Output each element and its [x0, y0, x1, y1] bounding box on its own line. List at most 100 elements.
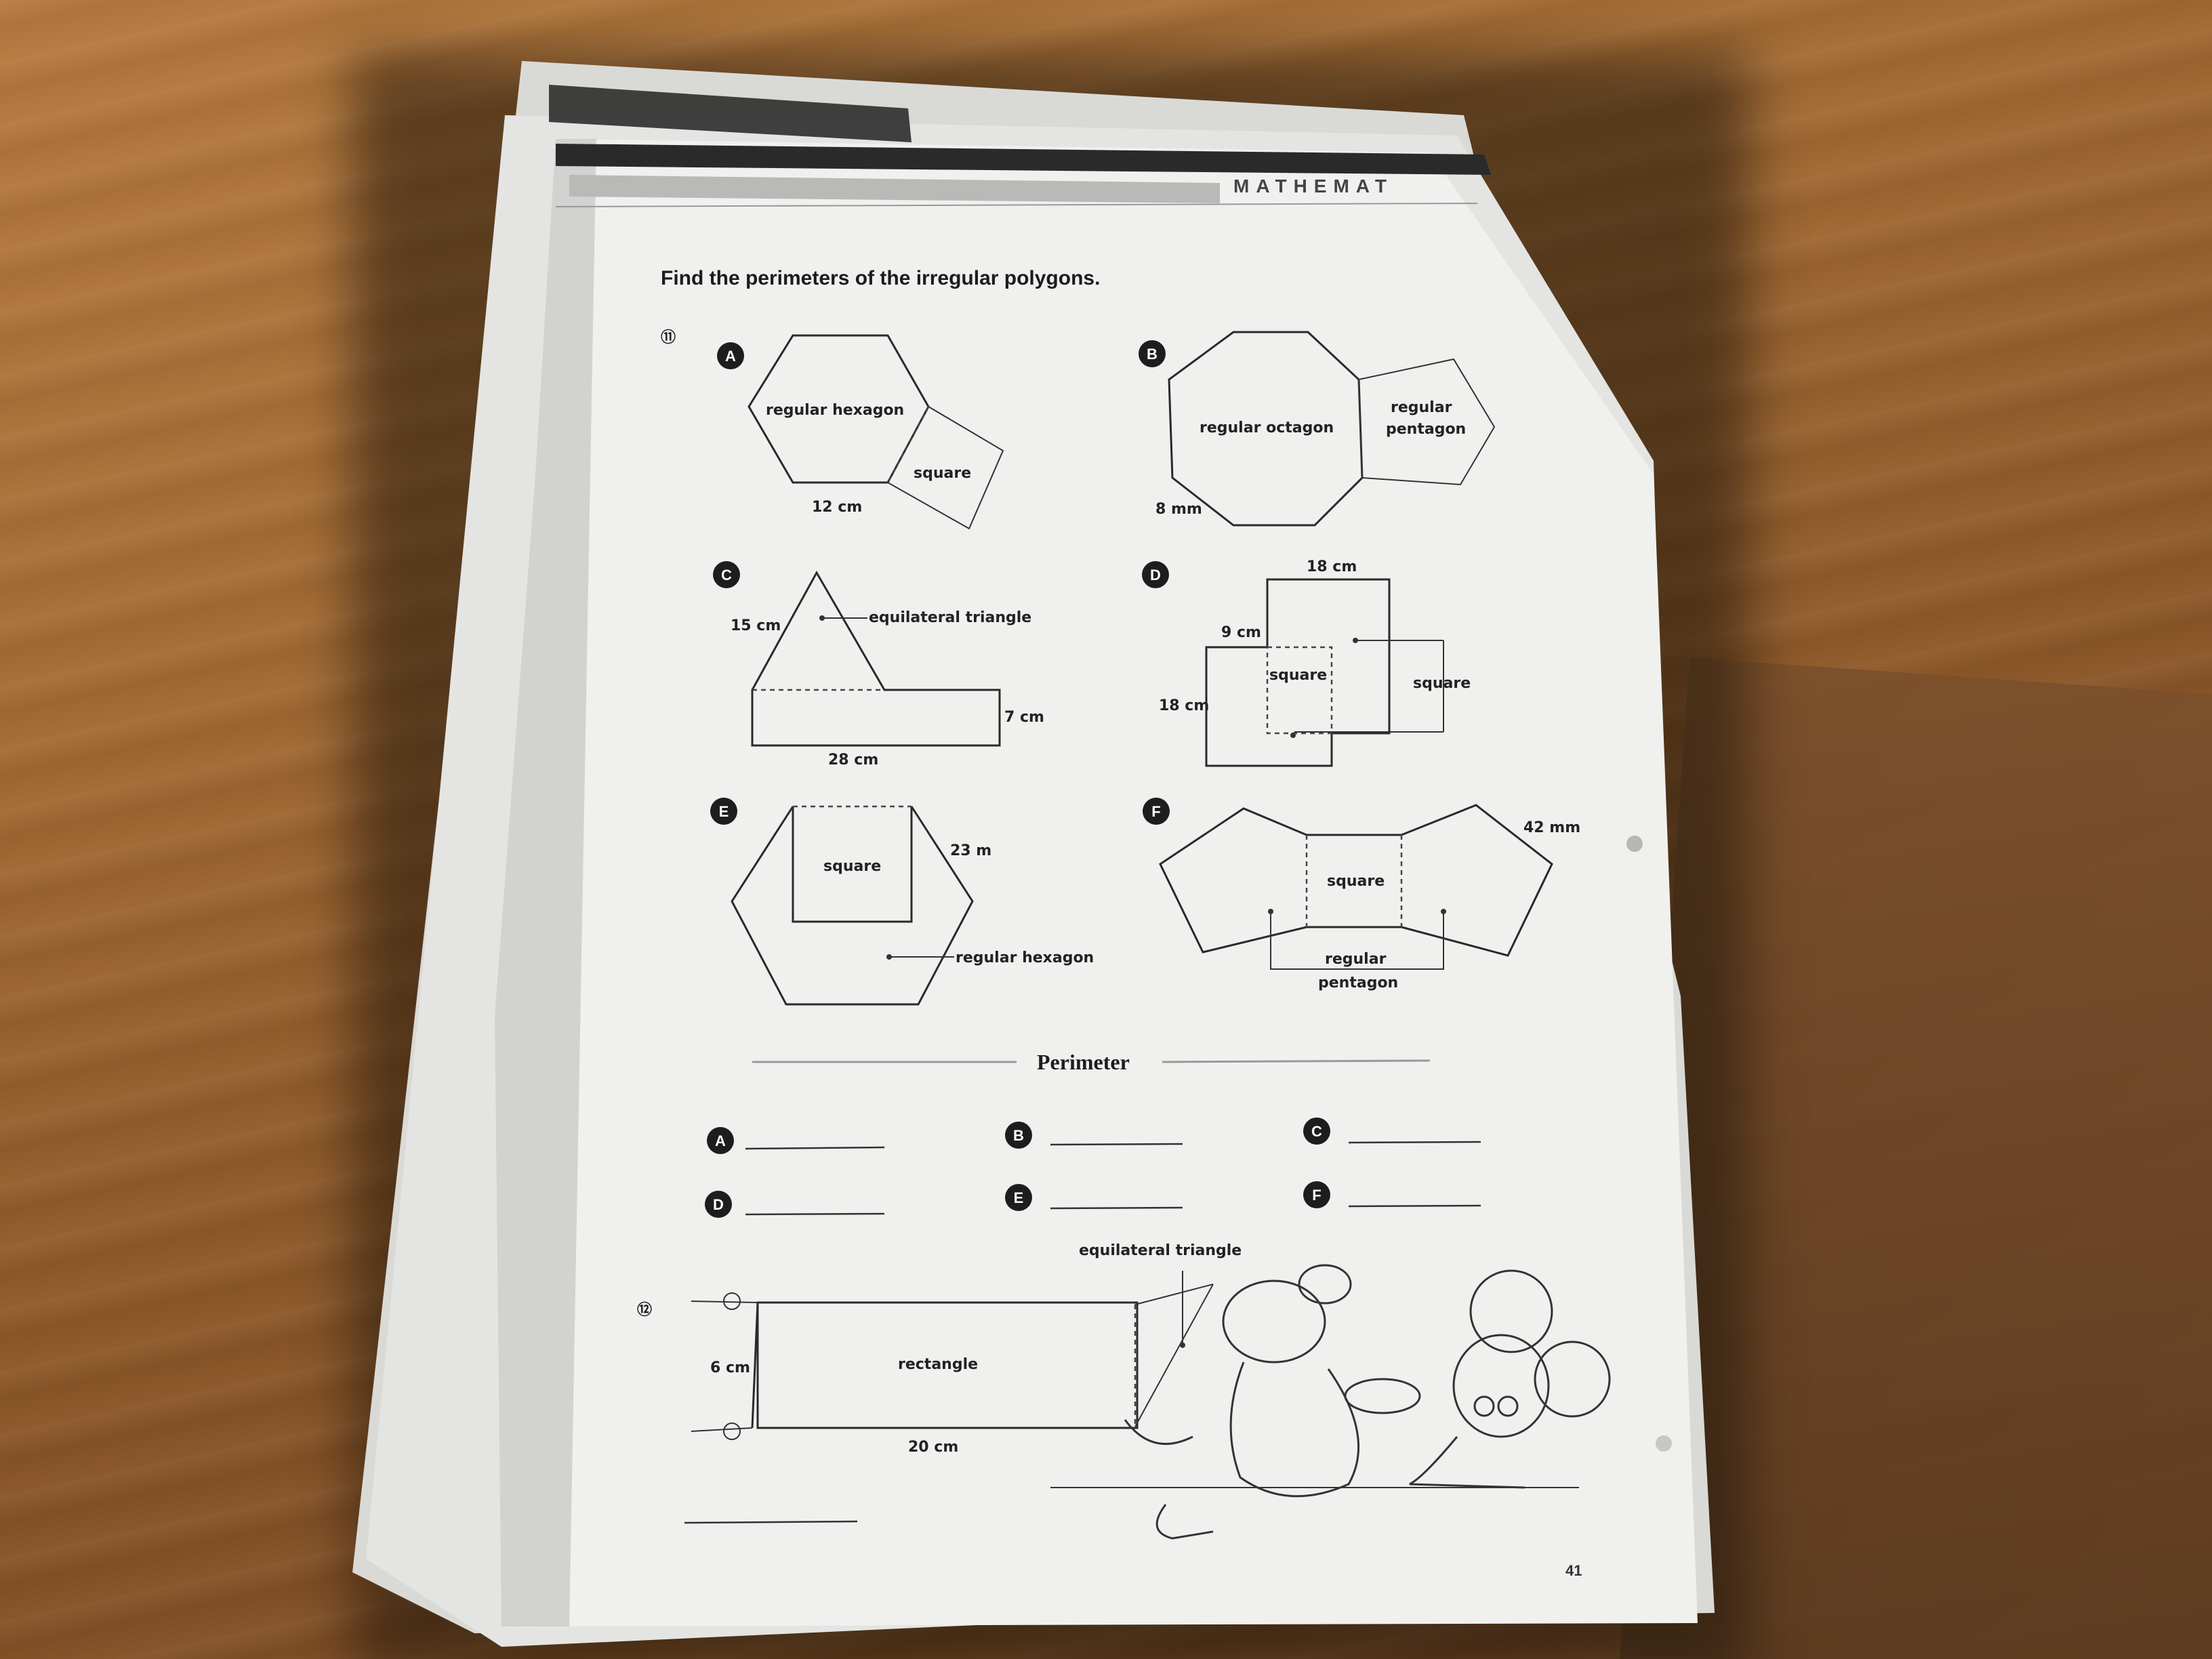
figure-f-dot-1 [1268, 909, 1273, 914]
figure-a-measure: 12 cm [812, 499, 862, 516]
figure-f-letter: F [1151, 803, 1160, 820]
page-number: 41 [1565, 1562, 1582, 1579]
problem-12-hook-bottom [723, 1422, 741, 1440]
paper-hole-2 [1656, 1435, 1672, 1452]
problem-12-triangle-bottom [1134, 1284, 1214, 1427]
figure-c-circle [713, 561, 740, 588]
figure-e-dot [886, 954, 892, 960]
problem-12-peg-bottom [691, 1427, 753, 1432]
figure-f-label-pentagon-1: regular [1325, 951, 1387, 968]
figure-d-dot-2 [1290, 733, 1296, 738]
figure-a-label-square: square [914, 465, 971, 482]
dog-foot [1155, 1504, 1214, 1540]
figure-f-pentagon-left [1159, 807, 1307, 954]
problem-12-measure-width: 20 cm [908, 1439, 958, 1456]
problem-12-rect-left [751, 1302, 759, 1429]
figure-d-square-right [1266, 578, 1391, 735]
girl-body [1409, 1436, 1525, 1489]
figure-c-measure-side: 15 cm [731, 617, 781, 634]
figure-b-circle [1139, 340, 1166, 367]
figure-d-measure-inner: 9 cm [1221, 624, 1261, 641]
figure-e-label-hexagon: regular hexagon [956, 949, 1094, 966]
answer-a-letter: A [715, 1132, 726, 1149]
header-subject: MATHEMAT [1233, 176, 1393, 197]
answer-f: F [1303, 1181, 1481, 1208]
problem-12-dot [1180, 1343, 1185, 1348]
dog-arm [1124, 1419, 1193, 1446]
figure-d-dot-1 [1353, 638, 1358, 643]
answer-c-letter: C [1311, 1123, 1322, 1140]
figure-c-letter: C [721, 567, 732, 583]
dog-body [1229, 1361, 1360, 1498]
answer-f-letter: F [1312, 1187, 1321, 1204]
header-rule [555, 203, 1478, 207]
answer-d-circle [705, 1191, 732, 1218]
figure-f-label-square: square [1327, 873, 1385, 890]
figure-f-bracket [1270, 912, 1444, 970]
figure-a-shared-edge [886, 406, 930, 483]
answer-b-line[interactable] [1050, 1143, 1183, 1146]
figure-b-pentagon [1357, 358, 1496, 486]
girl-hair-puff-side [1534, 1340, 1611, 1418]
figure-f-dot-2 [1441, 909, 1446, 914]
figure-e-measure: 23 m [950, 842, 991, 859]
answer-c-circle [1303, 1118, 1330, 1145]
answer-d: D [705, 1191, 885, 1218]
figure-d-measure-left: 18 cm [1159, 697, 1209, 714]
figure-e-circle [710, 798, 737, 825]
answer-c: C [1303, 1118, 1481, 1145]
figure-e-square [792, 806, 913, 923]
answer-f-circle [1303, 1181, 1330, 1208]
figure-a-circle [717, 342, 744, 369]
worksheet-page [495, 139, 1698, 1626]
figure-d-measure-top: 18 cm [1307, 558, 1357, 575]
problem-12-rectangle [756, 1301, 1139, 1429]
figure-b-measure: 8 mm [1155, 501, 1202, 518]
figure-b-label-pentagon-1: regular [1391, 399, 1452, 416]
figure-c-label-triangle: equilateral triangle [869, 609, 1031, 626]
answer-a-line[interactable] [745, 1146, 885, 1150]
figure-c-dot [819, 615, 825, 621]
answer-a: A [707, 1127, 885, 1154]
cartoon-dog [1124, 1264, 1421, 1540]
figure-c-measure-base: 28 cm [828, 752, 878, 769]
answer-c-line[interactable] [1348, 1141, 1481, 1144]
figure-d-letter: D [1150, 567, 1161, 583]
header-band-gray [569, 175, 1220, 203]
figure-a-label-hexagon: regular hexagon [766, 402, 904, 419]
page-left-shade [495, 139, 596, 1626]
girl-hand-right [1497, 1395, 1519, 1417]
figure-b-octagon [1168, 331, 1364, 527]
back-sheet-header-bar [549, 85, 912, 142]
dog-ear-top [1298, 1264, 1352, 1305]
figure-e: E square 23 m regular hexagon [710, 798, 1094, 1006]
figure-e-label-square: square [823, 858, 881, 875]
figure-d-square-left [1205, 646, 1333, 767]
answer-e-circle [1005, 1184, 1032, 1211]
problem-12-measure-height: 6 cm [710, 1359, 750, 1376]
figure-a: A regular hexagon square 12 cm [717, 334, 1004, 530]
figure-f-circle [1143, 798, 1170, 825]
figure-d-circle [1142, 561, 1169, 588]
problem-12-triangle-top [1134, 1284, 1214, 1305]
figure-e-hexagon [731, 806, 974, 1006]
problem-12-label-rectangle: rectangle [898, 1356, 978, 1373]
problem-12-number: ⑫ [637, 1301, 652, 1319]
figure-a-letter: A [725, 348, 736, 365]
problem-12-label-triangle: equilateral triangle [1079, 1242, 1242, 1259]
figure-f-measure: 42 mm [1523, 819, 1580, 836]
cartoon-girl [1409, 1269, 1611, 1489]
figure-f-label-pentagon-2: pentagon [1318, 975, 1398, 991]
figure-d-label-square-inner: square [1269, 667, 1327, 684]
figure-c: C equilateral triangle 15 cm 7 cm 28 cm [713, 561, 1044, 769]
answer-d-letter: D [713, 1196, 724, 1213]
problem-12-figure: equilateral triangle rectangle 6 cm 20 c… [691, 1242, 1242, 1456]
dog-head [1222, 1279, 1326, 1364]
perimeter-title: Perimeter [1037, 1050, 1130, 1074]
figure-f: F 42 mm square regular pentagon [1143, 798, 1580, 991]
paper-hole-1 [1626, 836, 1643, 852]
answer-e-letter: E [1014, 1189, 1024, 1206]
problem-12-answer-line[interactable] [684, 1520, 858, 1524]
girl-hair-puff-top [1469, 1269, 1553, 1353]
